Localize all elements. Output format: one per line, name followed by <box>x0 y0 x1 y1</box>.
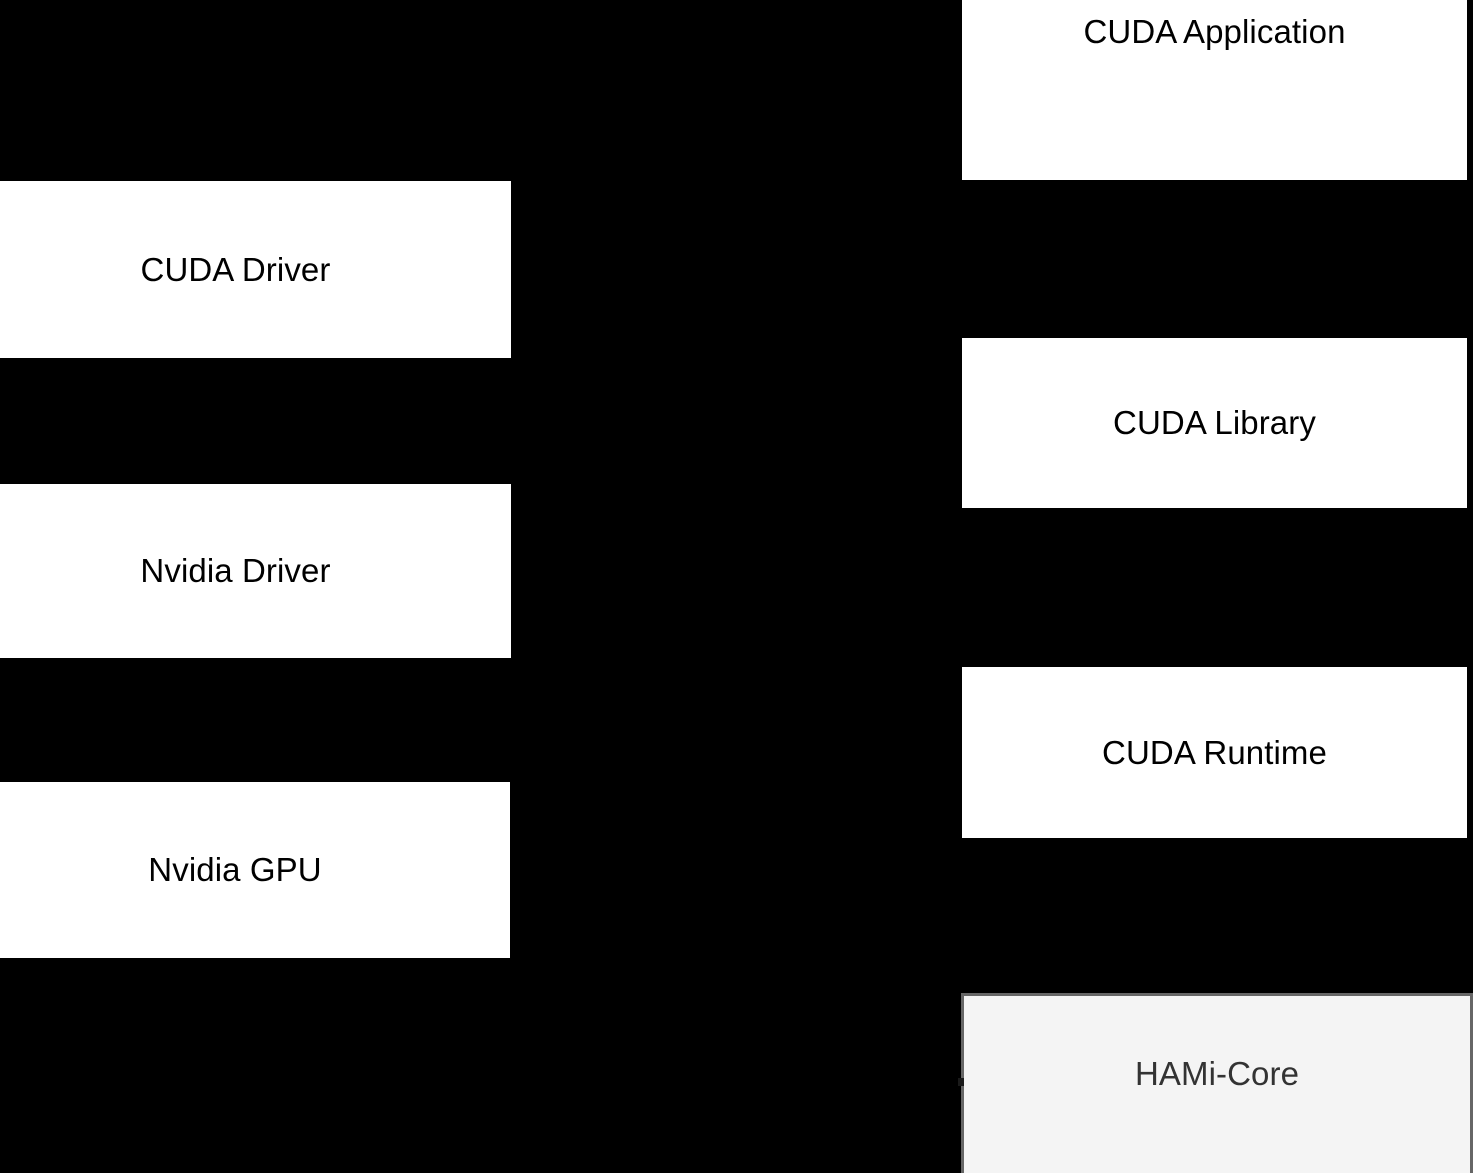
node-cuda-driver[interactable]: CUDA Driver <box>0 181 511 358</box>
node-cuda-library-label: CUDA Library <box>1113 404 1316 442</box>
node-hami-core[interactable]: HAMi-Core <box>961 993 1473 1173</box>
node-cuda-application[interactable]: CUDA Application <box>962 0 1467 180</box>
node-nvidia-gpu[interactable]: Nvidia GPU <box>0 782 510 958</box>
node-cuda-runtime-label: CUDA Runtime <box>1102 733 1327 771</box>
node-nvidia-gpu-label: Nvidia GPU <box>148 851 322 889</box>
connector-stub-hami-core-left <box>958 1078 964 1086</box>
node-nvidia-driver[interactable]: Nvidia Driver <box>0 484 511 658</box>
node-nvidia-driver-label: Nvidia Driver <box>140 552 331 590</box>
node-hami-core-label: HAMi-Core <box>1134 1054 1300 1092</box>
node-cuda-library[interactable]: CUDA Library <box>962 338 1467 508</box>
node-cuda-driver-label: CUDA Driver <box>140 250 331 288</box>
node-cuda-runtime[interactable]: CUDA Runtime <box>962 667 1467 838</box>
node-cuda-application-label: CUDA Application <box>1083 13 1346 51</box>
